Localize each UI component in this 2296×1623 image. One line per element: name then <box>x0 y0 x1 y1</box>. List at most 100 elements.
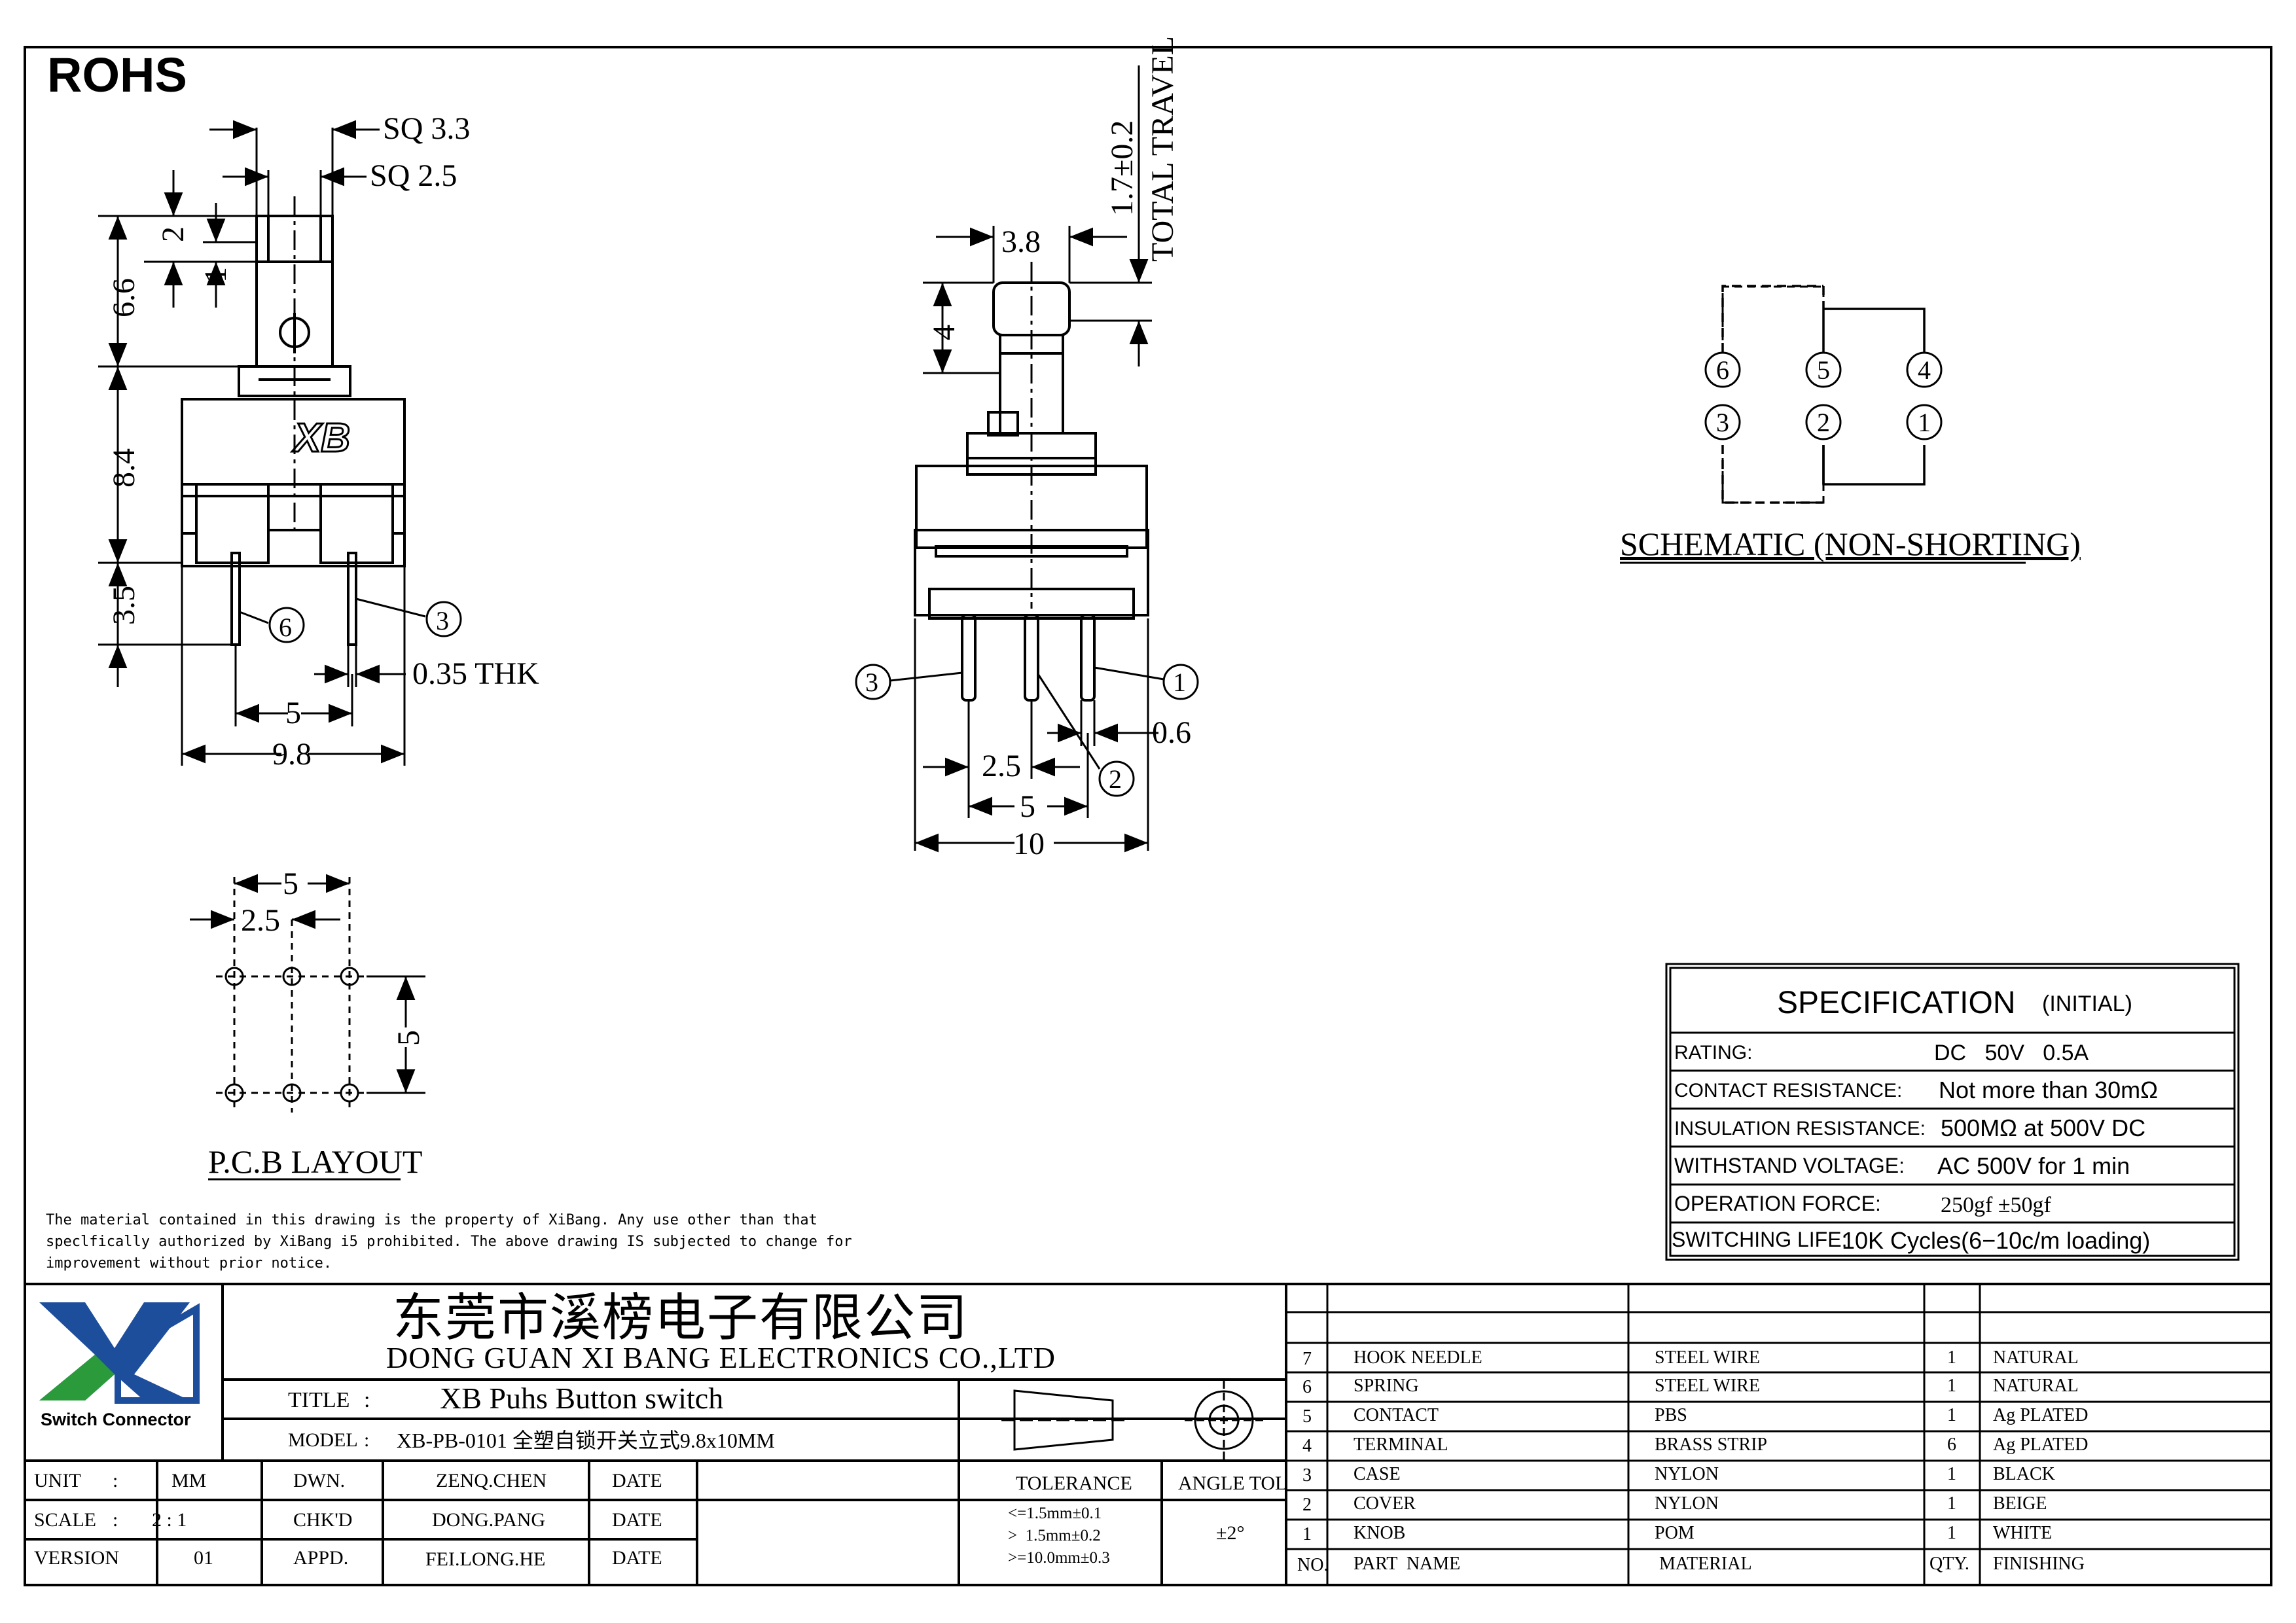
svg-text:7: 7 <box>1302 1349 1312 1369</box>
bom-row: 3 CASE NYLON 1 BLACK <box>1302 1464 2055 1486</box>
svg-text:3: 3 <box>1716 408 1729 437</box>
svg-text:DWN.: DWN. <box>293 1470 345 1491</box>
svg-text:1: 1 <box>1918 408 1931 437</box>
svg-text:> 1.5mm±0.2: > 1.5mm±0.2 <box>1008 1527 1101 1544</box>
svg-text:2 : 1: 2 : 1 <box>152 1509 187 1531</box>
svg-text:3: 3 <box>1302 1465 1312 1486</box>
svg-text:Ag PLATED: Ag PLATED <box>1993 1435 2088 1455</box>
svg-text:SQ 3.3: SQ 3.3 <box>383 111 470 146</box>
spec-table <box>1665 963 2240 1261</box>
notice-text: The material contained in this drawing i… <box>46 1212 852 1272</box>
svg-text:9.8: 9.8 <box>272 737 312 772</box>
svg-text:1: 1 <box>198 267 233 283</box>
svg-text:QTY.: QTY. <box>1929 1554 1969 1574</box>
schematic-contacts <box>1721 285 1823 353</box>
spec-title: SPECIFICATION <box>1777 986 2015 1020</box>
svg-text:3.8: 3.8 <box>1001 224 1041 259</box>
rohs-mark: ROHS <box>47 48 187 102</box>
svg-text:1.7±0.2: 1.7±0.2 <box>1105 120 1139 216</box>
svg-text:TERMINAL: TERMINAL <box>1354 1435 1448 1455</box>
svg-text:3: 3 <box>436 606 449 635</box>
svg-text:FINISHING: FINISHING <box>1993 1554 2085 1574</box>
svg-text:5: 5 <box>391 1030 426 1046</box>
front-view-dimensions <box>855 65 1199 853</box>
svg-text:500MΩ at 500V DC: 500MΩ at 500V DC <box>1941 1115 2145 1141</box>
svg-text:0.35 THK: 0.35 THK <box>412 656 539 691</box>
svg-text:ZENQ.CHEN: ZENQ.CHEN <box>436 1470 547 1491</box>
svg-text:1: 1 <box>1947 1523 1956 1543</box>
svg-text:DATE: DATE <box>612 1470 662 1491</box>
svg-text:RATING:: RATING: <box>1674 1042 1752 1063</box>
svg-text:TOTAL TRAVEL: TOTAL TRAVEL <box>1145 36 1180 262</box>
bom-row: 6 SPRING STEEL WIRE 1 NATURAL <box>1302 1376 2079 1397</box>
svg-text:1: 1 <box>1947 1347 1956 1368</box>
svg-text:AC 500V for 1 min: AC 500V for 1 min <box>1937 1152 2130 1179</box>
spec-subtitle: (INITIAL) <box>2042 991 2132 1016</box>
company-name-cn: 东莞市溪榜电子有限公司 <box>393 1289 969 1347</box>
svg-text::: : <box>364 1388 370 1412</box>
svg-text:HOOK NEEDLE: HOOK NEEDLE <box>1354 1347 1482 1368</box>
svg-text:6: 6 <box>1947 1435 1956 1455</box>
front-view-labels: 3.8 4 1.7±0.2 TOTAL TRAVEL 3 2 1 0.6 2.5… <box>865 36 1191 861</box>
svg-text:1: 1 <box>1173 668 1186 697</box>
svg-text:CONTACT: CONTACT <box>1354 1405 1439 1425</box>
svg-text:WITHSTAND VOLTAGE:: WITHSTAND VOLTAGE: <box>1674 1154 1905 1177</box>
svg-text:DATE: DATE <box>612 1547 662 1569</box>
svg-text:2: 2 <box>1109 764 1122 794</box>
svg-text:5: 5 <box>283 866 298 901</box>
svg-text:2: 2 <box>1817 408 1830 437</box>
schematic-circuit <box>1723 286 1823 351</box>
svg-text:CHK'D: CHK'D <box>293 1509 352 1531</box>
svg-text:>=10.0mm±0.3: >=10.0mm±0.3 <box>1008 1549 1110 1567</box>
schematic-drawn <box>1723 285 1823 353</box>
svg-text:SPRING: SPRING <box>1354 1376 1419 1396</box>
svg-text:ANGLE TOL: ANGLE TOL <box>1178 1472 1287 1494</box>
svg-text:4: 4 <box>1302 1436 1312 1456</box>
svg-text:P.C.B LAYOUT: P.C.B LAYOUT <box>208 1143 422 1180</box>
svg-text:1: 1 <box>1302 1524 1312 1544</box>
schematic-clean <box>1723 286 1823 351</box>
svg-text:MM: MM <box>171 1470 206 1491</box>
bom-row: 4 TERMINAL BRASS STRIP 6 Ag PLATED <box>1302 1435 2088 1456</box>
schematic-network <box>1721 285 1926 504</box>
svg-text:INSULATION RESISTANCE:: INSULATION RESISTANCE: <box>1674 1118 1926 1139</box>
svg-text::: : <box>113 1509 118 1531</box>
front-view <box>914 262 1149 702</box>
svg-text:1: 1 <box>1947 1464 1956 1484</box>
svg-text:250gf ±50gf: 250gf ±50gf <box>1941 1193 2051 1217</box>
schematic-wiring <box>1723 286 1823 351</box>
svg-text::: : <box>364 1429 369 1451</box>
company-logo: Switch Connector <box>39 1302 200 1429</box>
title-block-text: 东莞市溪榜电子有限公司 DONG GUAN XI BANG ELECTRONIC… <box>34 1289 1287 1570</box>
svg-text:DC 50V 0.5A: DC 50V 0.5A <box>1934 1041 2089 1065</box>
schematic-paths <box>1723 286 1823 351</box>
schematic-lines <box>1723 285 1823 353</box>
svg-text:6: 6 <box>1302 1377 1312 1397</box>
svg-text:improvement without prior noti: improvement without prior notice. <box>46 1255 332 1272</box>
bom-table-text: 7 HOOK NEEDLE STEEL WIRE 1 NATURAL 6 SPR… <box>1297 1347 2088 1575</box>
pcb-layout-labels: 5 2.5 5 P.C.B LAYOUT <box>208 866 426 1180</box>
svg-text:±2°: ±2° <box>1216 1522 1244 1544</box>
spec-table-text: SPECIFICATION (INITIAL) RATING: DC 50V 0… <box>1672 986 2158 1254</box>
svg-text:BRASS STRIP: BRASS STRIP <box>1655 1435 1767 1455</box>
title-block-grid <box>25 1283 2271 1585</box>
svg-text:CASE: CASE <box>1354 1464 1401 1484</box>
schematic-pins <box>1704 351 1943 440</box>
drawing-title: XB Puhs Button switch <box>440 1382 723 1415</box>
svg-text:COVER: COVER <box>1354 1493 1416 1514</box>
logo-mark-body: XB <box>292 416 350 461</box>
svg-text:TOLERANCE: TOLERANCE <box>1016 1472 1132 1494</box>
svg-text:10K Cycles(6−10c/m loading): 10K Cycles(6−10c/m loading) <box>1842 1227 2150 1254</box>
svg-text:5: 5 <box>1817 355 1830 385</box>
svg-text:4: 4 <box>927 325 961 340</box>
svg-text:10: 10 <box>1013 827 1045 861</box>
svg-text:3: 3 <box>865 668 878 697</box>
schematic-outline <box>1723 286 1823 351</box>
side-view-dimensions <box>98 120 462 766</box>
svg-text:SQ 2.5: SQ 2.5 <box>370 158 457 193</box>
svg-text:BEIGE: BEIGE <box>1993 1493 2047 1514</box>
svg-text:MATERIAL: MATERIAL <box>1659 1554 1752 1574</box>
bom-table-grid <box>1286 1284 2271 1585</box>
svg-text:1: 1 <box>1947 1376 1956 1396</box>
svg-text:3.5: 3.5 <box>107 586 141 625</box>
